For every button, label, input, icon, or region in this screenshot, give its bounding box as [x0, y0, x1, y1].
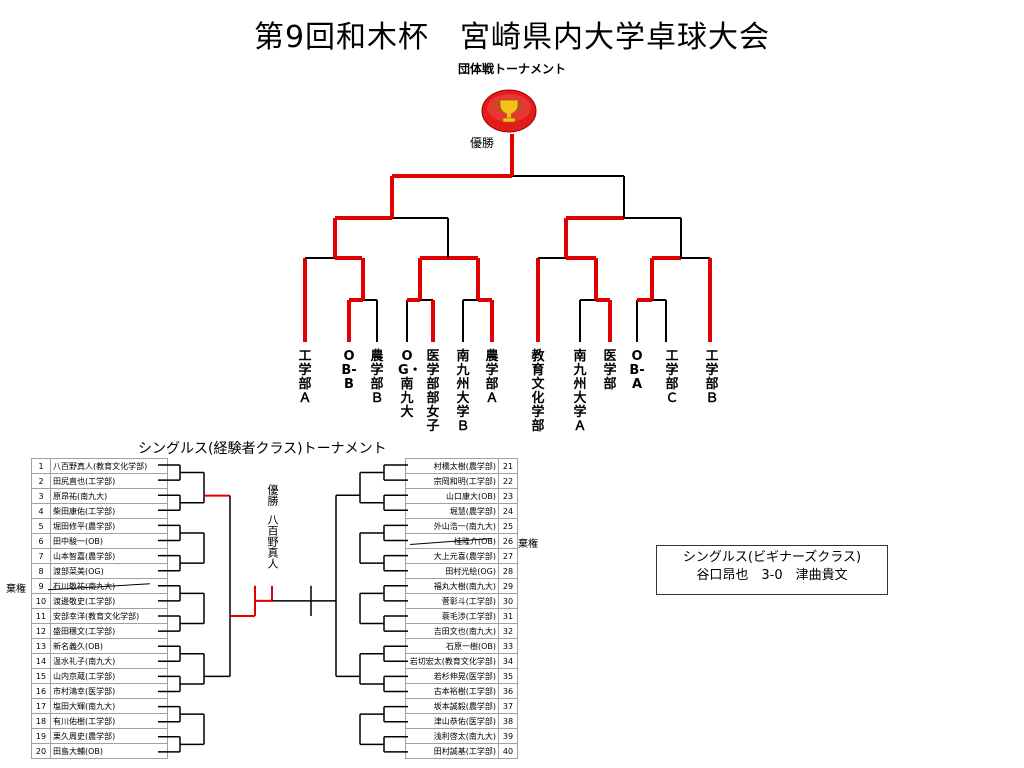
- withdraw-mark-right: 棄権: [518, 539, 538, 550]
- table-row: 田村誠基(工学部)40: [405, 743, 518, 759]
- player-number: 27: [498, 548, 518, 564]
- team-label: 南九州大学Ａ: [573, 349, 587, 434]
- beginner-result: 谷口昂也 3-0 津曲貴文: [696, 568, 848, 583]
- player-name: 田島大輔(OB): [50, 743, 168, 759]
- player-number: 40: [498, 743, 518, 759]
- table-row: 岩切宏太(教育文化学部)34: [405, 653, 518, 669]
- beginner-result-box: シングルス(ビギナーズクラス) 谷口昂也 3-0 津曲貴文: [656, 545, 888, 595]
- table-row: 浅利啓太(南九大)39: [405, 728, 518, 744]
- team-label: 農学部Ａ: [485, 349, 499, 406]
- team-champion-label: 優勝: [469, 136, 494, 150]
- table-row: 田村光絵(OG)28: [405, 563, 518, 579]
- beginner-title: シングルス(ビギナーズクラス): [682, 550, 862, 565]
- player-number: 32: [498, 623, 518, 639]
- table-row: 大上元喜(農学部)27: [405, 548, 518, 564]
- team-label: 南九州大学Ｂ: [456, 349, 470, 434]
- team-tournament-subtitle: 団体戦トーナメント: [457, 62, 566, 76]
- team-label: 医学部部女子: [426, 349, 440, 434]
- table-row: 石原一樹(OB)33: [405, 638, 518, 654]
- withdraw-strike: [47, 583, 151, 591]
- team-label: 農学部Ｂ: [370, 349, 384, 406]
- table-row: 若杉伸晃(医学部)35: [405, 668, 518, 684]
- singles-title: シングルス(経験者クラス)トーナメント: [138, 441, 387, 457]
- table-row: 坂本誠毅(農学部)37: [405, 698, 518, 714]
- team-label: 工学部Ａ: [298, 349, 312, 406]
- player-number: 35: [498, 668, 518, 684]
- player-number: 34: [498, 653, 518, 669]
- table-row: 村橋太樹(農学部)21: [405, 458, 518, 474]
- singles-champion-name: 八百野真人: [266, 514, 279, 569]
- trophy-icon: [481, 89, 537, 133]
- team-label: 医学部: [603, 349, 617, 392]
- team-label: 工学部Ｃ: [665, 349, 679, 406]
- table-row: 宗岡和明(工学部)22: [405, 473, 518, 489]
- withdraw-mark-left: 棄権: [6, 584, 26, 595]
- team-label: 工学部Ｂ: [705, 349, 719, 406]
- page-title: 第9回和木杯 宮崎県内大学卓球大会: [253, 20, 771, 55]
- team-label: OG・南九大: [398, 349, 422, 420]
- singles-champion: 優勝 八百野真人: [265, 484, 279, 569]
- team-label: OB-B: [341, 349, 357, 392]
- team-label: OB-A: [629, 349, 645, 392]
- team-label: 教育文化学部: [531, 349, 545, 434]
- player-number: 36: [498, 683, 518, 699]
- withdraw-strike: [409, 538, 493, 545]
- singles-champion-label: 優勝: [266, 484, 279, 506]
